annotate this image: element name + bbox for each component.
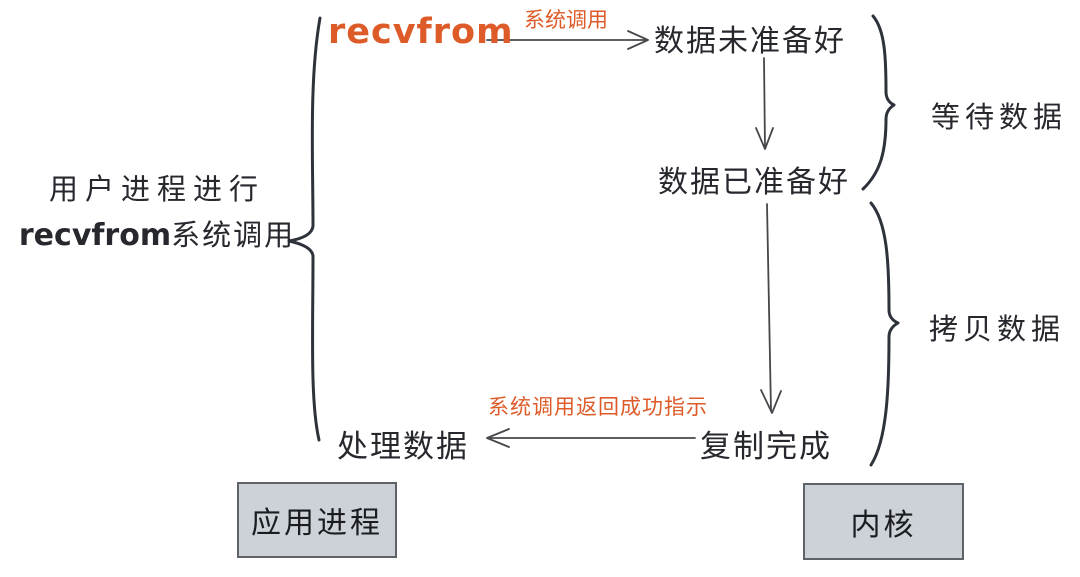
caption-recvfrom-code: recvfrom	[18, 218, 172, 253]
node-data-not-ready: 数据未准备好	[654, 24, 846, 59]
caption-line2: recvfrom系统调用	[6, 212, 308, 259]
node-copy-complete: 复制完成	[700, 429, 832, 465]
node-data-ready: 数据已准备好	[658, 165, 850, 200]
caption-line2-rest: 系统调用	[171, 218, 296, 252]
kernel-box-label: 内核	[850, 507, 917, 543]
user-process-caption: 用户进程进行 recvfrom系统调用	[6, 166, 308, 259]
wait-arrowhead-icon	[755, 127, 774, 150]
wait-arrow	[763, 57, 766, 149]
node-process-data: 处理数据	[337, 429, 469, 465]
caption-line1: 用户进程进行	[48, 172, 265, 206]
edge-label-syscall: 系统调用	[524, 8, 608, 32]
app-process-box: 应用进程	[237, 482, 397, 558]
edge-label-return-success: 系统调用返回成功指示	[488, 395, 708, 419]
copy-arrowhead-icon	[760, 389, 782, 414]
phase-label-copy-data: 拷贝数据	[929, 312, 1066, 346]
kernel-box: 内核	[803, 483, 964, 560]
app-process-box-label: 应用进程	[251, 506, 383, 541]
node-recvfrom: recvfrom	[328, 12, 514, 52]
wait-data-brace	[861, 14, 896, 191]
return-arrowhead-icon	[486, 428, 510, 448]
copy-data-brace	[869, 201, 900, 467]
phase-label-wait-data: 等待数据	[931, 100, 1068, 134]
copy-arrow	[766, 203, 772, 412]
